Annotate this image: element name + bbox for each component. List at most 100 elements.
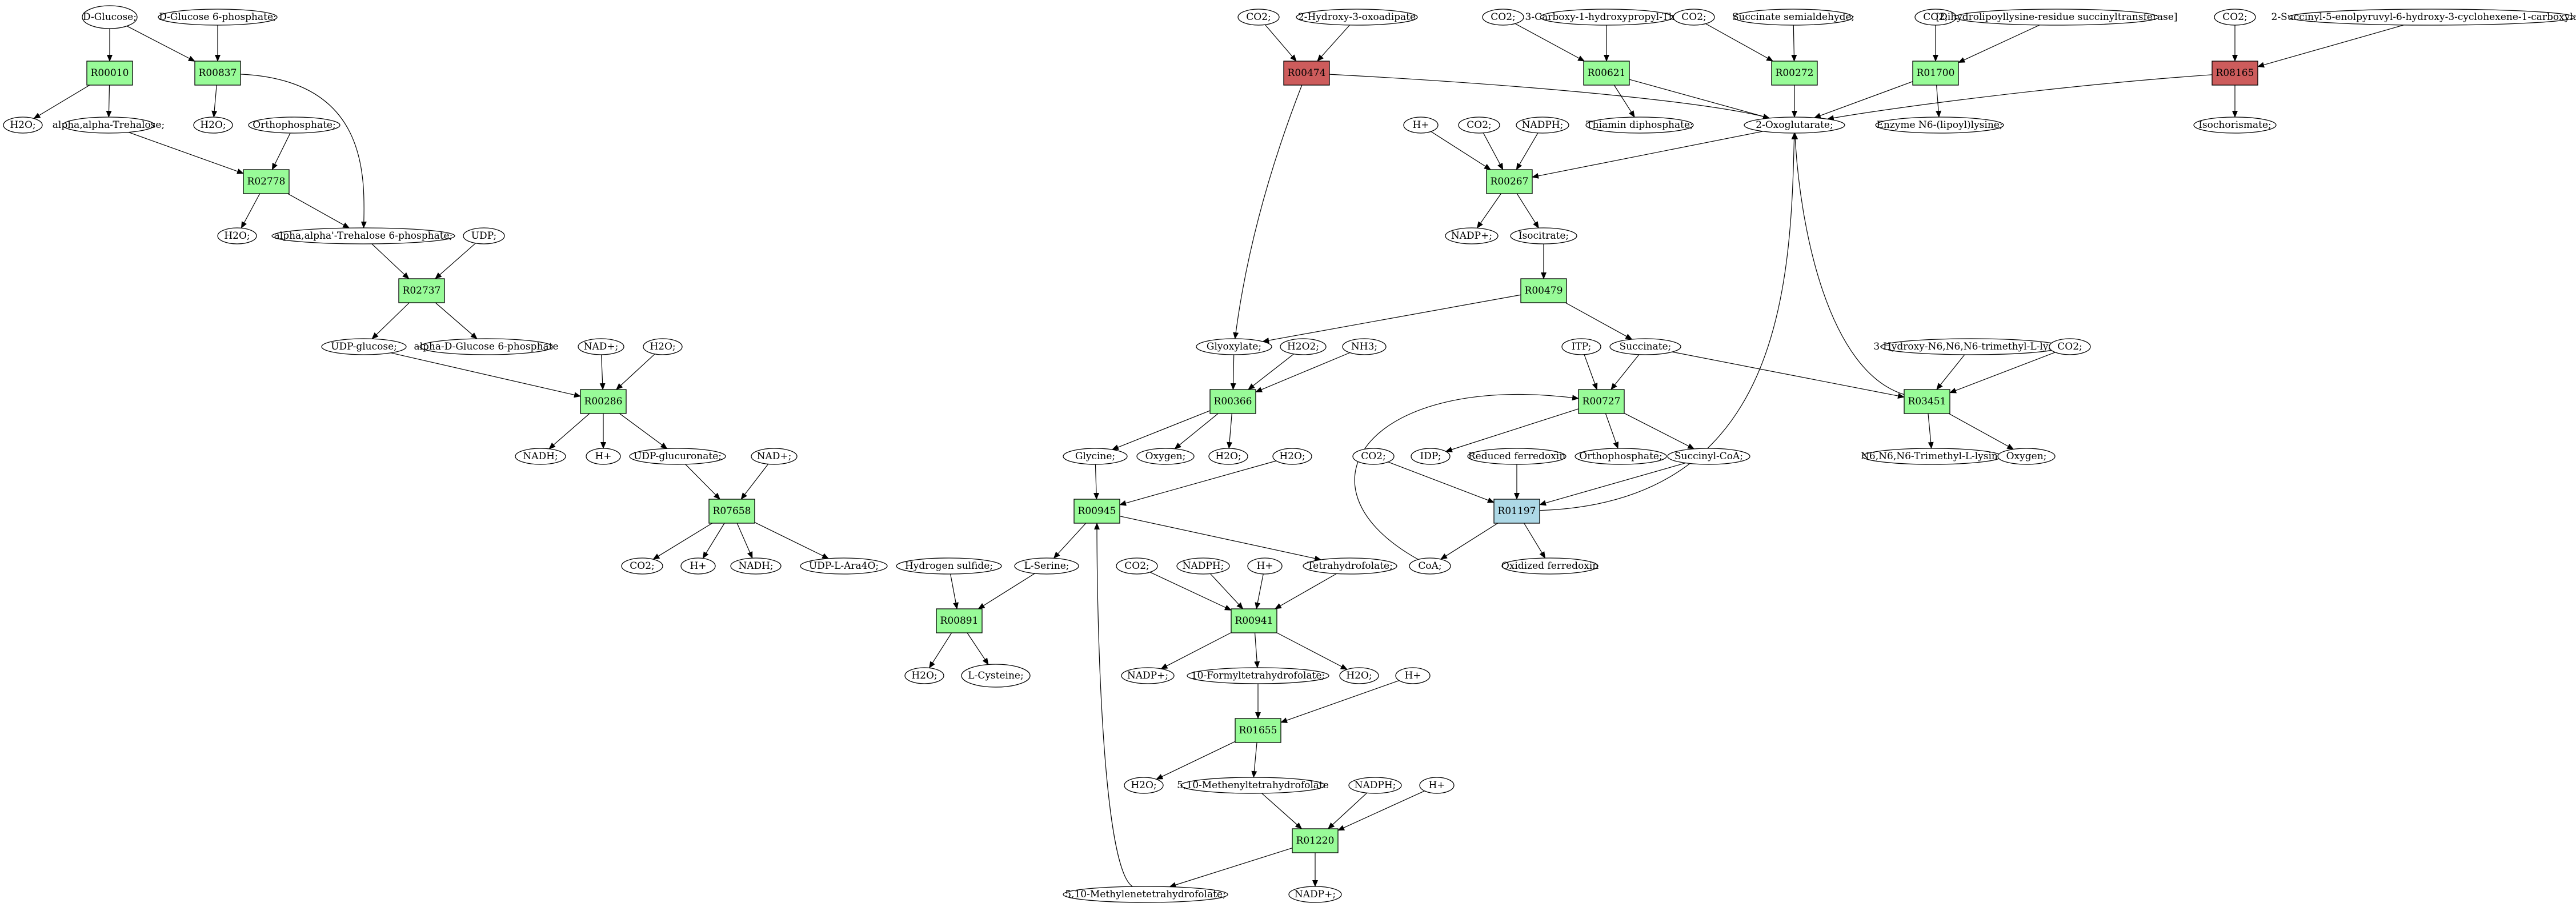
reaction-node-r01220[interactable]: R01220 <box>1292 828 1339 853</box>
reaction-node-r00286[interactable]: R00286 <box>580 389 627 414</box>
compound-node-glyox[interactable]: Glyoxylate; <box>1196 338 1272 355</box>
compound-node-ctpp[interactable]: 3-Carboxy-1-hydroxypropyl-ThPP <box>1525 9 1688 26</box>
reaction-node-r00267[interactable]: R00267 <box>1486 169 1533 194</box>
compound-node-co2-a[interactable]: CO2; <box>621 557 663 575</box>
compound-node-udpga[interactable]: UDP-glucuronate; <box>629 448 726 465</box>
reaction-node-r00945[interactable]: R00945 <box>1073 499 1120 524</box>
compound-node-icit[interactable]: Isocitrate; <box>1510 227 1577 244</box>
compound-node-h2o-d[interactable]: H2O; <box>643 338 683 355</box>
compound-node-o2-b[interactable]: Oxygen; <box>1997 448 2056 465</box>
compound-node-co2-d[interactable]: CO2; <box>1482 9 1524 26</box>
compound-node-redfd[interactable]: Reduced ferredoxin <box>1467 448 1567 465</box>
compound-node-pi-a[interactable]: Orthophosphate; <box>248 117 340 134</box>
compound-node-ara4o[interactable]: UDP-L-Ara4O; <box>800 557 888 575</box>
compound-node-co2-h[interactable]: CO2; <box>1458 117 1500 134</box>
compound-node-hp-e[interactable]: H+ <box>1419 777 1455 794</box>
compound-node-idp[interactable]: IDP; <box>1411 448 1451 465</box>
compound-node-nadph-b[interactable]: NADPH; <box>1348 777 1402 794</box>
compound-node-enzlip[interactable]: Enzyme N6-(lipoyl)lysine; <box>1875 117 2004 134</box>
compound-node-nadp-c[interactable]: NADP+; <box>1445 227 1499 244</box>
compound-node-dlys[interactable]: [Dihydrolipoyllysine-residue succinyltra… <box>1936 9 2178 26</box>
compound-node-sucoa[interactable]: Succinyl-CoA; <box>1667 448 1750 465</box>
reaction-node-r07658[interactable]: R07658 <box>708 499 755 524</box>
reaction-node-r00479[interactable]: R00479 <box>1520 278 1567 303</box>
compound-node-methylene[interactable]: 5,10-Methylenetetrahydrofolate; <box>1063 886 1228 903</box>
compound-node-g6p[interactable]: D-Glucose 6-phosphate; <box>158 9 278 26</box>
reaction-node-r00474[interactable]: R00474 <box>1283 61 1330 86</box>
reaction-node-r00941[interactable]: R00941 <box>1231 608 1277 633</box>
compound-node-gly[interactable]: Glycine; <box>1063 448 1128 465</box>
compound-node-hp-d[interactable]: H+ <box>1395 667 1431 684</box>
compound-node-mthf[interactable]: 5,10-Methenyltetrahydrofolate <box>1177 777 1329 794</box>
compound-ellipse <box>1409 557 1451 575</box>
compound-node-html[interactable]: 3-Hydroxy-N6,N6,N6-trimethyl-L-lysine <box>1873 338 2069 355</box>
compound-node-co2-b[interactable]: CO2; <box>1116 557 1158 575</box>
reaction-node-r01700[interactable]: R01700 <box>1912 61 1959 86</box>
reaction-node-r03451[interactable]: R03451 <box>1904 389 1950 414</box>
compound-node-coa[interactable]: CoA; <box>1409 557 1451 575</box>
compound-node-ichor[interactable]: Isochorismate; <box>2193 117 2277 134</box>
compound-node-h2o-a[interactable]: H2O; <box>3 117 43 134</box>
compound-node-h2o-b[interactable]: H2O; <box>193 117 233 134</box>
reaction-node-r00837[interactable]: R00837 <box>194 61 241 86</box>
reaction-node-r00272[interactable]: R00272 <box>1771 61 1818 86</box>
compound-node-h2s[interactable]: Hydrogen sulfide; <box>896 557 1002 575</box>
compound-node-hp-a[interactable]: H+ <box>586 448 621 465</box>
compound-node-nadp-b[interactable]: NADP+; <box>1288 886 1342 903</box>
reaction-node-r02778[interactable]: R02778 <box>243 169 290 194</box>
compound-node-udp[interactable]: UDP; <box>463 227 505 244</box>
compound-node-o2-a[interactable]: Oxygen; <box>1136 448 1195 465</box>
compound-node-udpg[interactable]: UDP-glucose; <box>321 338 407 355</box>
compound-node-thdp[interactable]: Thiamin diphosphate; <box>1585 117 1694 134</box>
compound-node-h2o-i[interactable]: H2O; <box>1124 777 1164 794</box>
compound-node-hp-b[interactable]: H+ <box>680 557 716 575</box>
compound-node-co2-g[interactable]: CO2; <box>2214 9 2256 26</box>
compound-node-co2-j[interactable]: CO2; <box>1352 448 1395 465</box>
compound-node-hoxoad[interactable]: 2-Hydroxy-3-oxoadipate <box>1296 9 1418 26</box>
compound-node-oxfd[interactable]: Oxidized ferredoxin <box>1501 557 1599 575</box>
compound-node-co2-i[interactable]: CO2; <box>2049 338 2091 355</box>
compound-node-trehalose[interactable]: alpha,alpha-Trehalose; <box>53 117 165 134</box>
compound-node-pi-b[interactable]: Orthophosphate; <box>1575 448 1667 465</box>
compound-node-h2o-c[interactable]: H2O; <box>217 227 257 244</box>
compound-node-h2o-f[interactable]: H2O; <box>1208 448 1248 465</box>
compound-node-nadph-a[interactable]: NADPH; <box>1176 557 1230 575</box>
compound-node-h2o-h[interactable]: H2O; <box>1339 667 1379 684</box>
compound-node-tml[interactable]: N6,N6,N6-Trimethyl-L-lysine <box>1861 448 2004 465</box>
compound-node-co2-c[interactable]: CO2; <box>1237 9 1280 26</box>
compound-node-thf[interactable]: Tetrahydrofolate; <box>1303 557 1397 575</box>
compound-node-nadph-c[interactable]: NADPH; <box>1516 117 1569 134</box>
compound-node-co2-e[interactable]: CO2; <box>1673 9 1715 26</box>
compound-node-nad-a[interactable]: NAD+; <box>578 338 624 355</box>
compound-node-cys[interactable]: L-Cysteine; <box>961 664 1031 688</box>
compound-node-ssa[interactable]: Succinate semialdehyde; <box>1732 9 1855 26</box>
compound-node-t6p[interactable]: alpha,alpha'-Trehalose 6-phosphate; <box>271 227 455 244</box>
reaction-node-r01197[interactable]: R01197 <box>1493 499 1540 524</box>
compound-node-h2o2[interactable]: H2O2; <box>1280 338 1327 355</box>
compound-node-nad-b[interactable]: NAD+; <box>751 448 798 465</box>
reaction-node-r01655[interactable]: R01655 <box>1235 718 1281 743</box>
reaction-node-r00891[interactable]: R00891 <box>936 608 983 633</box>
compound-node-glc[interactable]: D-Glucose; <box>82 5 138 29</box>
compound-node-h2o-g[interactable]: H2O; <box>1272 448 1312 465</box>
reaction-node-r00010[interactable]: R00010 <box>86 61 133 86</box>
compound-node-nadh-a[interactable]: NADH; <box>515 448 566 465</box>
compound-node-nadp-a[interactable]: NADP+; <box>1121 667 1175 684</box>
compound-node-nadh-b[interactable]: NADH; <box>730 557 782 575</box>
compound-node-oxoglu[interactable]: 2-Oxoglutarate; <box>1744 117 1845 134</box>
compound-node-ser[interactable]: L-Serine; <box>1014 557 1079 575</box>
compound-node-sephchc[interactable]: 2-Succinyl-5-enolpyruvyl-6-hydroxy-3-cyc… <box>2271 9 2576 26</box>
reaction-node-r00621[interactable]: R00621 <box>1583 61 1630 86</box>
reaction-node-r00366[interactable]: R00366 <box>1209 389 1256 414</box>
compound-node-nh3[interactable]: NH3; <box>1342 338 1387 355</box>
compound-node-hp-c[interactable]: H+ <box>1247 557 1283 575</box>
compound-node-itp[interactable]: ITP; <box>1561 338 1601 355</box>
compound-node-fthf[interactable]: 10-Formyltetrahydrofolate; <box>1187 667 1329 684</box>
compound-node-ag6p[interactable]: alpha-D-Glucose 6-phosphate <box>414 338 559 355</box>
reaction-node-r00727[interactable]: R00727 <box>1578 389 1625 414</box>
compound-node-h2o-e[interactable]: H2O; <box>904 667 944 684</box>
compound-node-succ[interactable]: Succinate; <box>1609 338 1681 355</box>
reaction-node-r08165[interactable]: R08165 <box>2212 61 2258 86</box>
reaction-node-r02737[interactable]: R02737 <box>398 278 445 303</box>
compound-node-hp-f[interactable]: H+ <box>1403 117 1439 134</box>
